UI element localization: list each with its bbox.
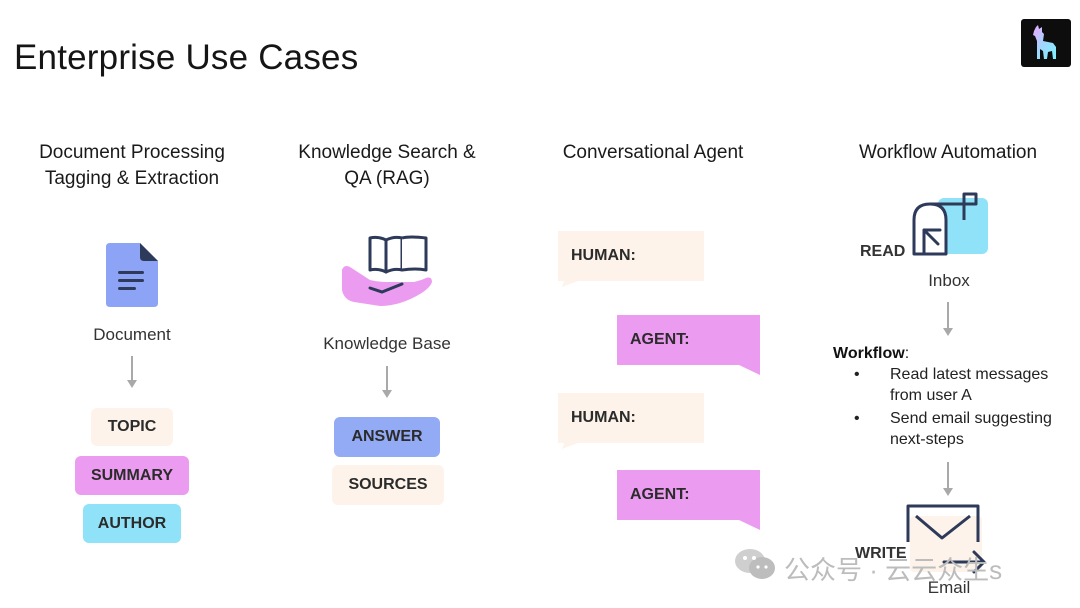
wechat-icon <box>734 547 776 586</box>
tag-summary: SUMMARY <box>75 456 189 495</box>
workflow-step-2-bullet: • <box>854 410 860 427</box>
doc-arrow-head <box>127 380 137 388</box>
chat-column-heading: Conversational Agent <box>562 142 744 163</box>
email-caption: Email <box>927 578 971 597</box>
workflow-step-1-bullet: • <box>854 366 860 383</box>
tag-topic: TOPIC <box>91 408 173 446</box>
document-icon <box>106 243 158 312</box>
inbox-arrow-head <box>943 328 953 336</box>
chat-bubble-agent-1: AGENT: <box>617 315 760 375</box>
workflow-step-2-line2: next-steps <box>890 431 964 448</box>
workflow-label: Workflow <box>833 345 905 362</box>
document-caption: Document <box>93 325 171 344</box>
workflow-colon: : <box>904 345 910 362</box>
workflow-step-1-line1: Read latest messages <box>890 366 1049 383</box>
workflow-step-1-line2: from user A <box>890 387 972 404</box>
workflow-arrow-line <box>947 462 949 488</box>
rag-column-heading: Knowledge Search & QA (RAG) <box>277 140 497 192</box>
watermark-text: 公众号 · 云云众生s <box>784 555 1003 585</box>
chat-bubble-human-1: HUMAN: <box>558 231 704 287</box>
rag-arrow-head <box>382 390 392 398</box>
chat-bubble-human-2: HUMAN: <box>558 393 704 449</box>
workflow-step-2-line1: Send email suggesting <box>890 410 1052 427</box>
slide-title: Enterprise Use Cases <box>14 38 359 77</box>
rag-heading-line2: QA (RAG) <box>344 168 430 189</box>
llama-icon <box>1033 25 1056 59</box>
workflow-arrow-head <box>943 488 953 496</box>
tag-author: AUTHOR <box>83 504 181 543</box>
human-label-2: HUMAN: <box>571 409 636 426</box>
doc-heading-line2: Tagging & Extraction <box>44 168 220 189</box>
mailbox-icon <box>910 192 990 263</box>
agent-label-1: AGENT: <box>630 331 690 348</box>
email-envelope-icon <box>904 502 988 581</box>
inbox-caption: Inbox <box>928 271 970 290</box>
workflow-column-heading: Workflow Automation <box>858 142 1038 163</box>
inbox-arrow-line <box>947 302 949 328</box>
read-label: READ <box>860 243 906 260</box>
knowledge-base-caption: Knowledge Base <box>323 334 451 353</box>
doc-arrow-line <box>131 356 133 380</box>
llama-logo <box>1021 19 1071 67</box>
workflow-heading: Workflow: <box>833 343 909 364</box>
book-in-hand-icon <box>340 234 434 319</box>
output-sources: SOURCES <box>332 465 444 505</box>
chat-bubble-agent-2: AGENT: <box>617 470 760 530</box>
output-answer: ANSWER <box>334 417 440 457</box>
human-label-1: HUMAN: <box>571 247 636 264</box>
rag-arrow-line <box>386 366 388 390</box>
workflow-step-2: Send email suggesting next-steps <box>890 408 1052 450</box>
agent-label-2: AGENT: <box>630 486 690 503</box>
doc-column-heading: Document Processing Tagging & Extraction <box>22 140 242 192</box>
rag-heading-line1: Knowledge Search & <box>298 142 476 163</box>
workflow-step-1: Read latest messages from user A <box>890 364 1048 406</box>
doc-heading-line1: Document Processing <box>39 142 225 163</box>
write-label: WRITE <box>855 545 907 562</box>
